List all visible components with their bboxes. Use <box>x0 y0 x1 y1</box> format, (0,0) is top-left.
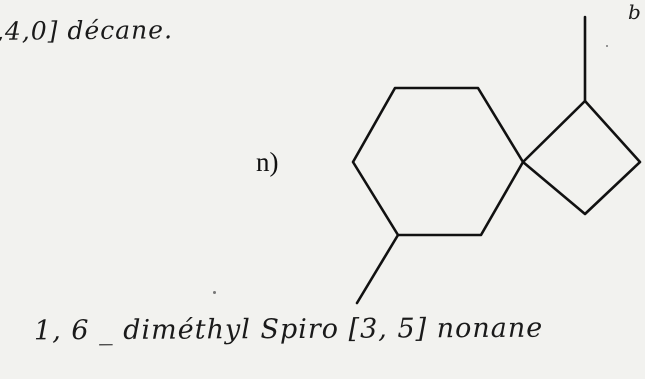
methyl-bond-bottom <box>355 233 400 305</box>
paper-speck <box>213 291 216 294</box>
corner-fragment-text: b <box>628 0 642 24</box>
cyclohexane-ring <box>351 86 525 237</box>
paper-speck <box>606 45 608 47</box>
answer-name-text: 1, 6 _ diméthyl Spiro [3, 5] nonane <box>33 312 544 347</box>
cyclobutane-ring <box>521 99 642 216</box>
problem-label: n) <box>256 147 279 177</box>
